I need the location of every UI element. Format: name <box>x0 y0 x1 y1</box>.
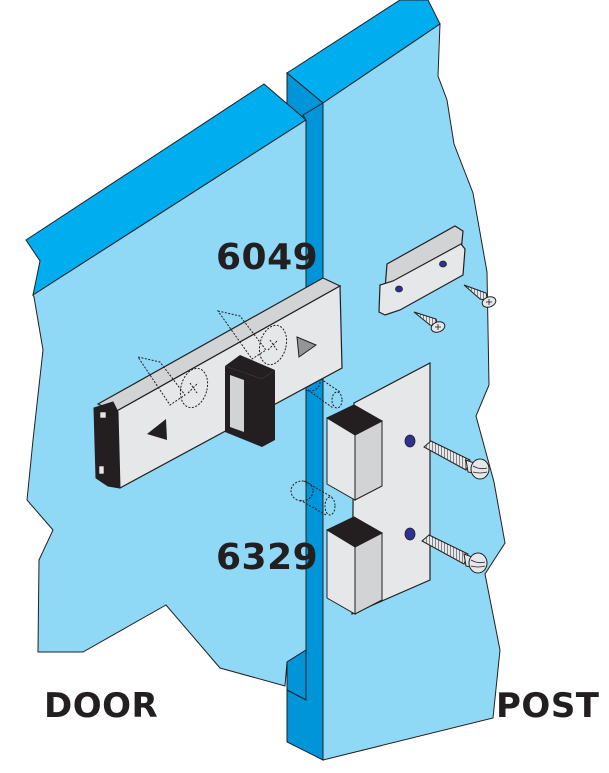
dowel-pin <box>290 480 336 516</box>
machine-screw <box>421 534 488 574</box>
hook-bracket <box>378 225 466 316</box>
machine-screw <box>423 440 490 480</box>
part-number-6329-label: 6329 <box>216 537 319 578</box>
right-arrow-icon <box>296 336 318 358</box>
bracket-hole <box>439 260 447 268</box>
wood-screw <box>463 284 497 308</box>
plate-hole <box>404 434 416 448</box>
hidden-screw <box>216 310 288 366</box>
wood-screw <box>413 311 446 333</box>
part-number-6049-label: 6049 <box>216 237 319 278</box>
lock-striker-block <box>225 355 275 447</box>
door-label: DOOR <box>44 686 159 726</box>
bracket-hole <box>395 285 403 293</box>
strike-plate <box>325 362 431 615</box>
left-arrow-icon <box>147 419 167 440</box>
post-label: POST <box>496 686 600 726</box>
post-edge-strip <box>286 102 324 761</box>
hidden-screw <box>136 356 209 409</box>
plate-hole <box>404 527 416 541</box>
